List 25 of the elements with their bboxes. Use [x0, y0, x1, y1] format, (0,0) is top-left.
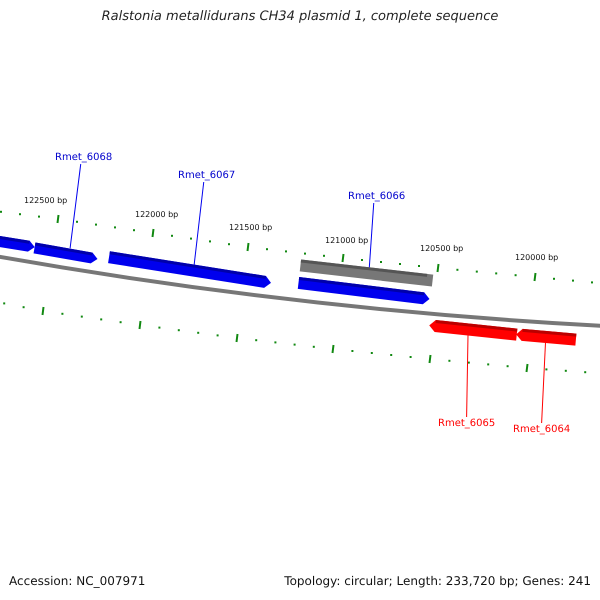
gene-label: Rmet_6065: [438, 418, 496, 429]
gene-label: Rmet_6067: [178, 170, 236, 181]
tick-label: 120000 bp: [515, 253, 558, 262]
leader-line: [466, 335, 468, 418]
gene-feature: [298, 277, 430, 305]
gene-feature: [0, 234, 36, 252]
gene-feature: [108, 251, 272, 289]
leader-line: [70, 164, 82, 249]
gene-label: Rmet_6064: [513, 424, 570, 435]
leader-line: [368, 202, 374, 268]
gene-label: Rmet_6066: [348, 191, 406, 202]
leader-line: [541, 342, 546, 424]
gene-feature: [516, 328, 576, 346]
footer-text: Accession: NC_007971: [9, 574, 146, 588]
tick-label: 121000 bp: [325, 236, 368, 245]
leader-line: [194, 182, 204, 266]
diagram-title: Ralstonia metallidurans CH34 plasmid 1, complete sequence: [100, 9, 500, 24]
gene-label: Rmet_6068: [55, 152, 112, 163]
tick-label: 121500 bp: [229, 223, 272, 232]
gene-feature: [34, 242, 98, 264]
tick-label: 122500 bp: [24, 196, 68, 205]
tick-label: 120500 bp: [420, 244, 464, 253]
footer-text: Topology: circular; Length: 233,720 bp; Genes: 241: [284, 574, 591, 588]
gene-feature: [428, 319, 518, 341]
tick-label: 122000 bp: [135, 210, 178, 219]
